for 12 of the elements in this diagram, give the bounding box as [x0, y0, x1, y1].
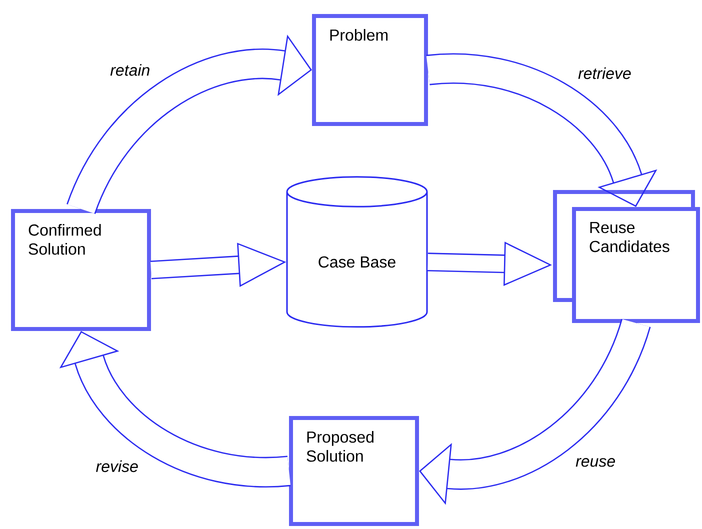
process-box: Problem — [312, 14, 428, 126]
curved-block-arrow — [419, 318, 650, 505]
edge-label: retrieve — [578, 67, 631, 80]
curved-block-arrow — [427, 53, 658, 207]
database-cylinder: Case Base — [286, 176, 428, 328]
curved-block-arrow — [66, 34, 312, 215]
process-box: Proposed Solution — [289, 416, 419, 526]
edge-label: revise — [96, 460, 138, 472]
edge-label: reuse — [576, 458, 615, 467]
edge-label: retain — [110, 64, 150, 76]
stacked-boxes: Reuse Candidates — [553, 190, 700, 323]
process-box: Confirmed Solution — [11, 208, 151, 331]
